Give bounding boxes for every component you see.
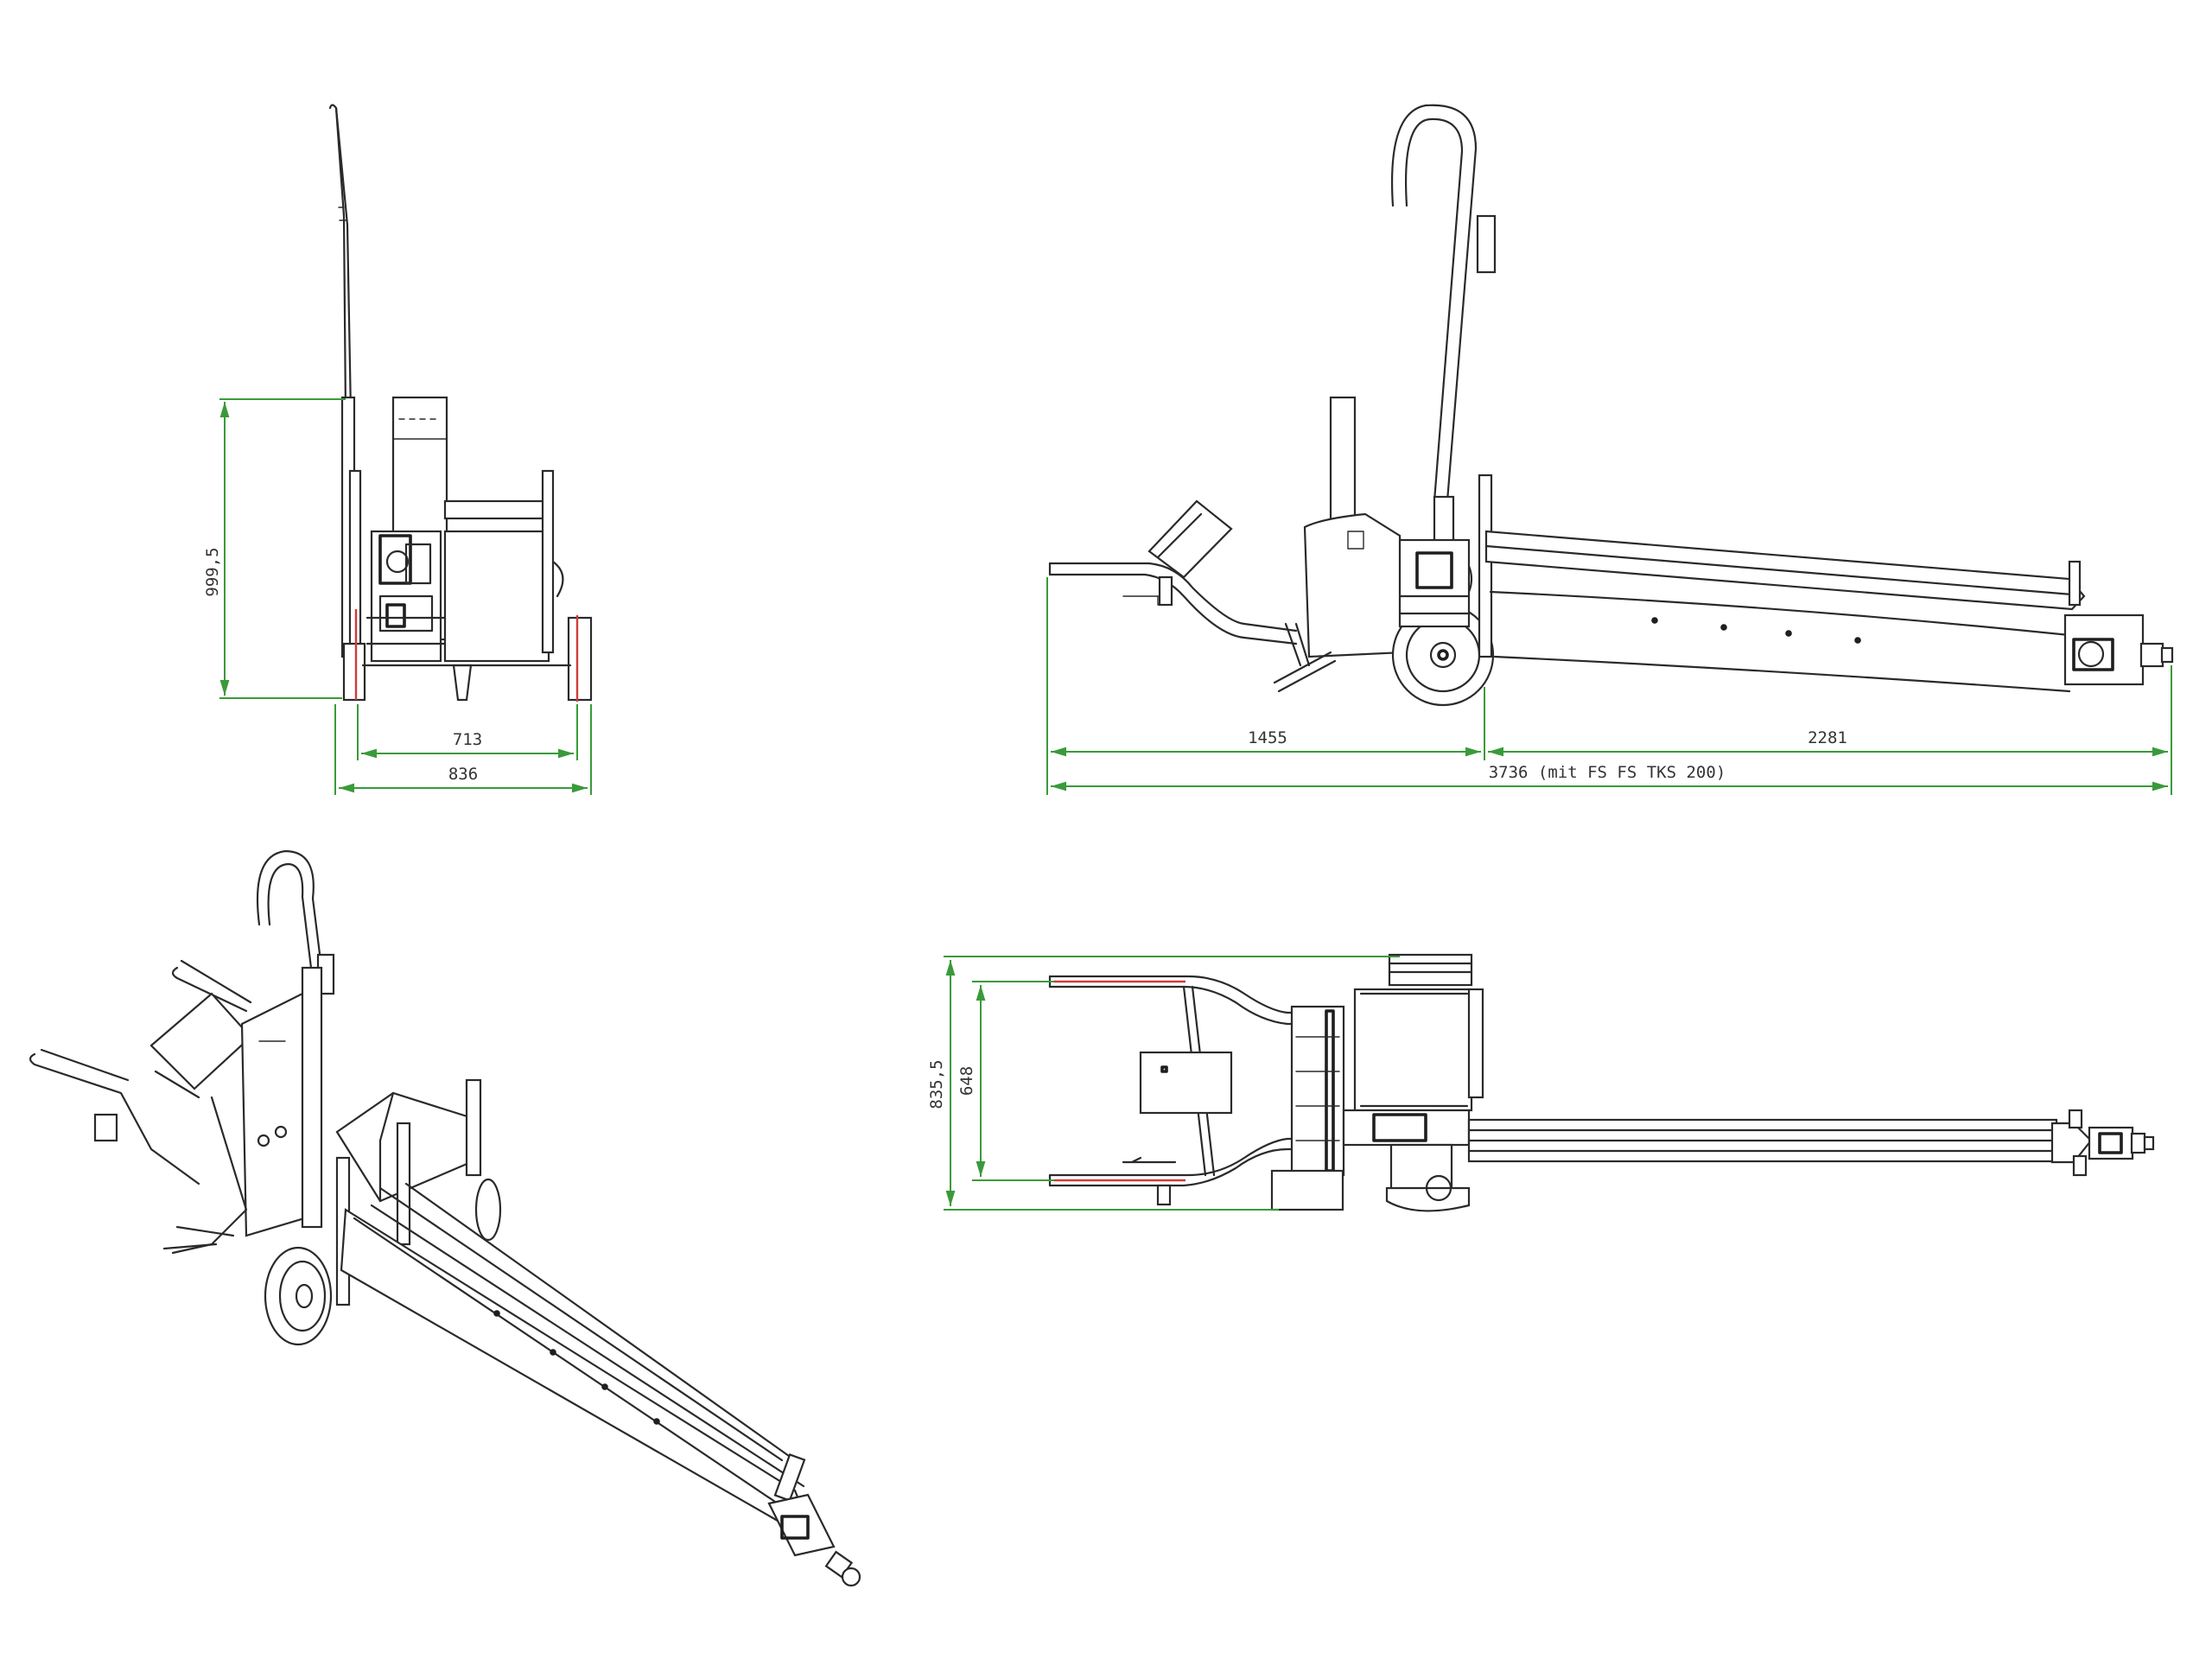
iso-frame-plate [240,992,306,1237]
top-basket [1139,1051,1233,1115]
dim-front-track: 713 [453,730,482,749]
iso-basket [149,992,252,1090]
dim-side-front-length: 1455 [1248,728,1287,747]
side-view-dimensions: 1455 2281 3736 (mit FS FS TKS 200) [1046,577,2172,795]
top-view-dimensions: 835,5 648 [927,956,1400,1211]
side-pull-bar [1048,562,1298,632]
top-motor [1353,988,1473,1112]
side-rear-block [2063,613,2145,686]
dim-front-height: 999,5 [203,547,222,596]
side-handle [1391,104,1478,503]
front-basket [443,530,550,663]
isometric-view [29,849,861,1587]
front-left-wheel [342,642,366,702]
iso-rear-block [767,1493,836,1557]
side-view [1048,104,2174,707]
iso-handle [256,849,323,969]
iso-wheel [264,1246,333,1346]
dim-top-inner-width: 648 [957,1066,976,1096]
side-basket [1147,499,1233,579]
dim-side-rail-length: 2281 [1808,728,1847,747]
top-handlebar-upper [1048,975,1298,1014]
dim-front-width: 836 [448,765,478,784]
front-view-dimensions: 999,5 713 836 [203,398,592,795]
top-view [1048,953,2155,1212]
front-view [328,104,593,702]
top-handlebar-lower [1048,1137,1298,1177]
dim-top-outer-width: 835,5 [927,1059,946,1109]
front-wedge [452,664,473,702]
dim-side-total-length: 3736 (mit FS FS TKS 200) [1489,763,1726,782]
front-right-wheel [567,616,593,702]
top-frame [1290,1005,1345,1177]
